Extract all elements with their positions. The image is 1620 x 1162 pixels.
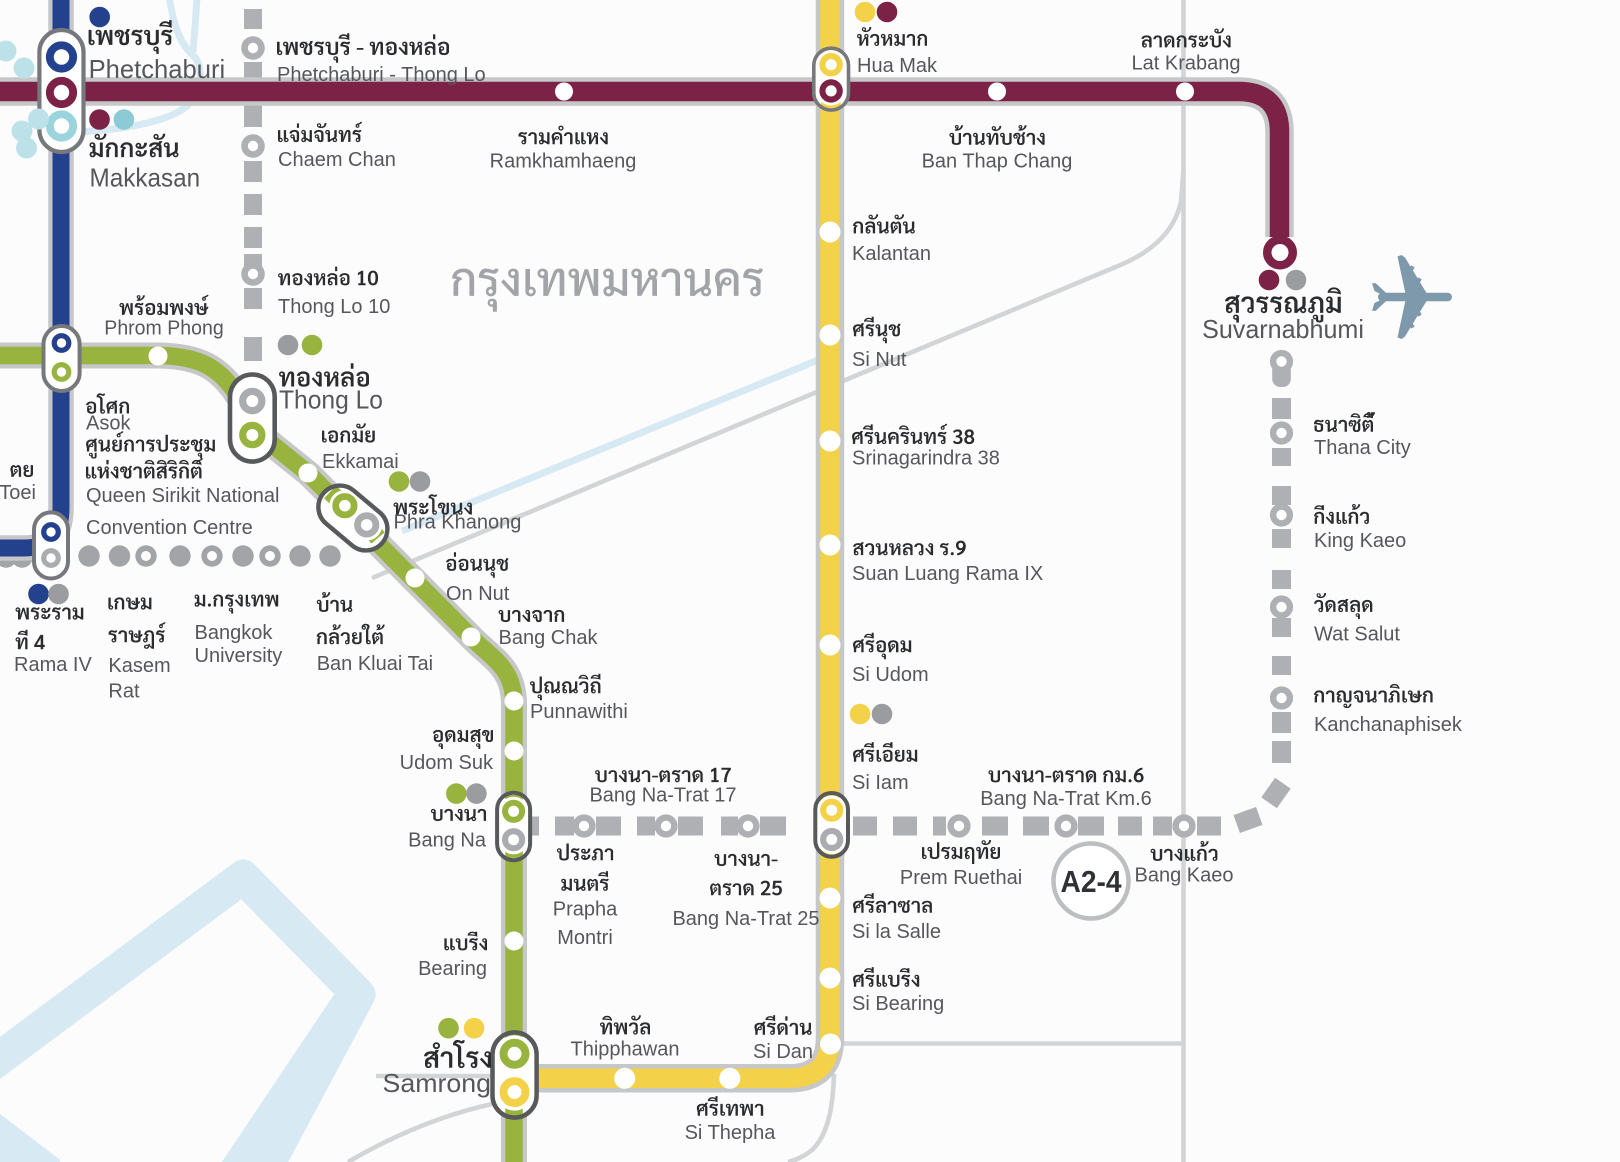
- svg-text:Si Dan: Si Dan: [753, 1041, 813, 1063]
- svg-text:Prem Ruethai: Prem Ruethai: [900, 867, 1022, 889]
- svg-text:Bang Na-Trat Km.6: Bang Na-Trat Km.6: [980, 788, 1152, 810]
- svg-text:Thana City: Thana City: [1314, 437, 1411, 459]
- svg-text:Kalantan: Kalantan: [852, 243, 931, 265]
- svg-text:Bearing: Bearing: [418, 958, 487, 980]
- svg-text:Ban Kluai Tai: Ban Kluai Tai: [317, 653, 433, 675]
- svg-text:Si Thepha: Si Thepha: [685, 1122, 777, 1144]
- svg-text:Si Nut: Si Nut: [852, 349, 907, 371]
- svg-text:Chaem Chan: Chaem Chan: [278, 149, 396, 171]
- svg-text:Rama IV: Rama IV: [14, 654, 92, 676]
- svg-text:Kanchanaphisek: Kanchanaphisek: [1314, 714, 1463, 736]
- svg-text:Hua Mak: Hua Mak: [857, 55, 938, 77]
- svg-text:Makkasan: Makkasan: [90, 163, 201, 193]
- svg-text:Kasem: Kasem: [108, 655, 170, 677]
- svg-text:Phetchaburi: Phetchaburi: [89, 54, 226, 84]
- svg-text:On Nut: On Nut: [446, 583, 510, 605]
- svg-text:Prapha: Prapha: [553, 899, 618, 921]
- svg-text:Montri: Montri: [557, 927, 613, 949]
- svg-text:Si Iam: Si Iam: [852, 772, 909, 794]
- svg-text:Thong Lo: Thong Lo: [279, 385, 383, 415]
- svg-text:Bang Na-Trat 25: Bang Na-Trat 25: [672, 908, 819, 930]
- svg-text:Udom Suk: Udom Suk: [400, 752, 494, 774]
- svg-text:Suan Luang Rama IX: Suan Luang Rama IX: [852, 563, 1043, 585]
- svg-text:Wat Salut: Wat Salut: [1314, 624, 1400, 646]
- svg-text:Lat Krabang: Lat Krabang: [1132, 53, 1241, 75]
- svg-text:Si la Salle: Si la Salle: [852, 921, 941, 943]
- svg-text:King Kaeo: King Kaeo: [1314, 530, 1406, 552]
- svg-text:Phra Khanong: Phra Khanong: [394, 512, 522, 534]
- svg-text:Convention Centre: Convention Centre: [86, 517, 253, 539]
- svg-text:University: University: [195, 645, 283, 667]
- svg-text:Rat: Rat: [108, 681, 140, 703]
- svg-text:Ramkhamhaeng: Ramkhamhaeng: [490, 151, 637, 173]
- svg-text:Bangkok: Bangkok: [195, 622, 274, 644]
- svg-text:Phrom Phong: Phrom Phong: [104, 318, 223, 340]
- svg-text:Si Bearing: Si Bearing: [852, 993, 944, 1015]
- svg-text:Si Udom: Si Udom: [852, 664, 929, 686]
- svg-text:Asok: Asok: [86, 413, 131, 435]
- svg-text:Ban Thap Chang: Ban Thap Chang: [922, 151, 1073, 173]
- svg-text:Bang Na-Trat 17: Bang Na-Trat 17: [589, 785, 736, 807]
- svg-text:Thipphawan: Thipphawan: [571, 1039, 680, 1061]
- svg-text:Bang Kaeo: Bang Kaeo: [1135, 865, 1234, 887]
- svg-text:Thong Lo 10: Thong Lo 10: [278, 296, 390, 318]
- svg-text:Bang Na: Bang Na: [408, 830, 487, 852]
- svg-text:Toei: Toei: [0, 482, 36, 504]
- svg-text:Ekkamai: Ekkamai: [322, 451, 399, 473]
- svg-text:Phetchaburi - Thong Lo: Phetchaburi - Thong Lo: [277, 64, 486, 86]
- svg-text:A2-4: A2-4: [1061, 864, 1123, 899]
- svg-text:Queen Sirikit National: Queen Sirikit National: [86, 485, 279, 507]
- svg-text:Srinagarindra 38: Srinagarindra 38: [852, 448, 1000, 470]
- svg-text:Bang Chak: Bang Chak: [499, 627, 599, 649]
- svg-text:Samrong: Samrong: [383, 1068, 492, 1098]
- svg-text:Suvarnabhumi: Suvarnabhumi: [1202, 314, 1364, 344]
- svg-text:Punnawithi: Punnawithi: [530, 701, 628, 723]
